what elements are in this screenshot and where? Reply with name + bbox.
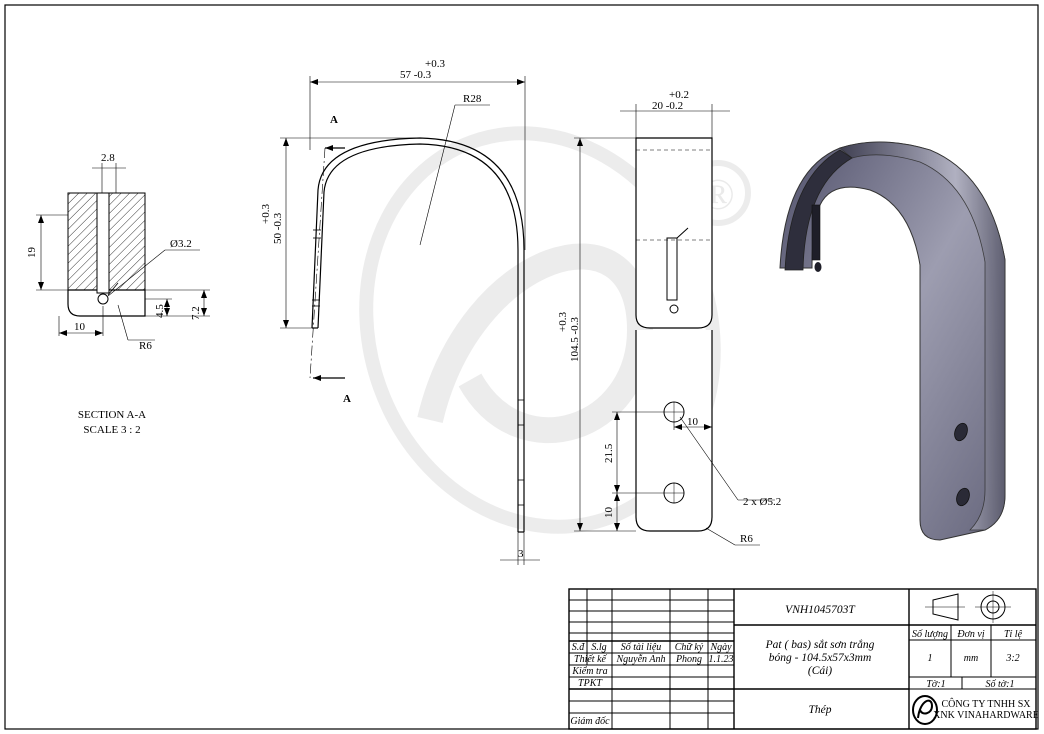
section-dim-bottom-width: 10 [74, 321, 86, 333]
row-sign: Phong [675, 654, 702, 665]
section-dim-total-h: 7.2 [190, 306, 202, 320]
header-signature: Chữ ký [675, 642, 704, 653]
side-dim-thickness: 3 [518, 548, 524, 560]
sheet-count: Số tờ:1 [986, 679, 1015, 690]
side-dim-height-tol: +0.3 [260, 204, 272, 224]
section-dim-radius: R6 [139, 340, 152, 352]
header-slg: S.lg [591, 642, 606, 653]
front-dim-bottom-offset: 10 [603, 507, 615, 519]
company-name-line2: XNK VINAHARDWARE [933, 710, 1039, 721]
front-dim-holes: 2 x Ø5.2 [743, 496, 781, 508]
section-view [36, 163, 210, 341]
front-dim-width-value: 20 -0.2 [652, 100, 683, 112]
sheet-border [4, 4, 1039, 730]
section-title: SECTION A-A [78, 409, 146, 421]
front-dim-length-tol: +0.3 [557, 312, 569, 332]
scale-label: Tỉ lệ [1004, 629, 1023, 640]
title-block [568, 588, 1037, 730]
side-dim-width-tol: +0.3 [425, 58, 445, 70]
side-dim-height-value: 50 -0.3 [272, 212, 284, 244]
row-date: 1.1.23 [709, 654, 734, 665]
side-section-letter-top: A [330, 114, 338, 126]
qty-label: Số lượng [912, 629, 948, 640]
material: Thép [809, 704, 832, 716]
sheet-number: Tờ:1 [926, 679, 945, 690]
section-dim-small-h: 4.5 [154, 304, 166, 318]
part-name-line2: bóng - 104.5x57x3mm [769, 652, 872, 664]
drawing-number: VNH1045703T [785, 604, 856, 616]
front-dim-hole-offset: 10 [687, 416, 699, 428]
front-dim-length-value: 104.5 -0.3 [569, 317, 581, 362]
header-date: Ngày [709, 642, 732, 653]
row-role: TPKT [578, 678, 603, 689]
front-dim-hole-spacing: 21.5 [603, 443, 615, 463]
front-dim-radius: R6 [740, 533, 753, 545]
front-dim-width-tol: +0.2 [669, 89, 689, 101]
side-section-letter-bottom: A [343, 393, 351, 405]
side-dim-radius: R28 [463, 93, 482, 105]
company-logo [912, 695, 938, 725]
row-role: Thiết kế [574, 654, 607, 665]
unit-value: mm [964, 653, 978, 664]
row-role: Giám đốc [570, 716, 610, 727]
side-dim-width-value: 57 -0.3 [400, 69, 432, 81]
iso-view [779, 141, 1006, 541]
part-name-line1: Pat ( bas) sắt sơn trắng [765, 638, 875, 651]
header-sd: S.đ [572, 642, 586, 653]
row-role: Kiểm tra [571, 666, 607, 677]
section-scale: SCALE 3 : 2 [83, 424, 140, 436]
company-name-line1: CÔNG TY TNHH SX [942, 698, 1032, 710]
scale-value: 3:2 [1005, 653, 1019, 664]
part-name-line3: (Cái) [808, 665, 832, 677]
section-dim-width-top: 2.8 [101, 152, 115, 164]
unit-label: Đơn vị [956, 629, 984, 640]
qty-value: 1 [928, 653, 933, 664]
side-view [280, 76, 540, 565]
section-dim-hole: Ø3.2 [170, 238, 192, 250]
header-doc-no: Số tài liệu [621, 642, 662, 653]
front-view [574, 104, 775, 546]
row-name: Nguyễn Anh [616, 654, 666, 665]
section-dim-height-left: 19 [26, 247, 38, 259]
